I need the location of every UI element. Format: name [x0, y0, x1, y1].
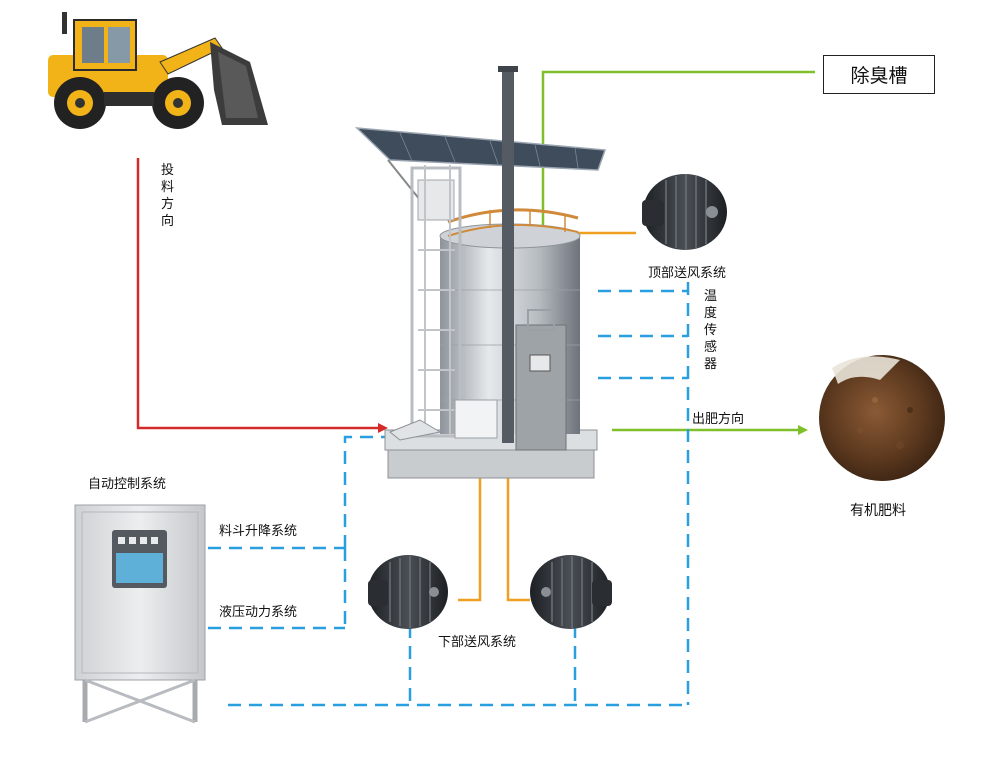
signal-lines	[208, 282, 690, 707]
temperature-sensor-label: 温度传感器	[704, 289, 718, 372]
feed-line	[136, 158, 388, 433]
discharge-direction-label: 出肥方向	[692, 412, 745, 427]
discharge-line	[612, 425, 808, 435]
bottom-air-supply-label: 下部送风系统	[438, 635, 517, 650]
top-blower-fan-icon	[642, 174, 727, 250]
organic-fertilizer-label: 有机肥料	[850, 503, 906, 519]
wheel-loader-icon	[48, 12, 268, 129]
fertilizer-pile-icon	[819, 355, 945, 481]
hopper-lift-system-label: 料斗升降系统	[219, 524, 298, 539]
bottom-blower-fan-right-icon	[530, 555, 612, 629]
hydraulic-power-system-label: 液压动力系统	[219, 605, 298, 620]
control-cabinet-icon	[74, 504, 206, 724]
bottom-air-lines	[458, 465, 530, 602]
bottom-blower-fan-left-icon	[368, 555, 448, 629]
auto-control-system-label: 自动控制系统	[88, 477, 167, 492]
feeding-direction-label: 投料方向	[161, 163, 175, 229]
fermentation-tank-icon	[354, 66, 607, 479]
top-air-supply-label: 顶部送风系统	[648, 266, 727, 281]
deodorization-tank-label: 除臭槽	[823, 55, 935, 94]
